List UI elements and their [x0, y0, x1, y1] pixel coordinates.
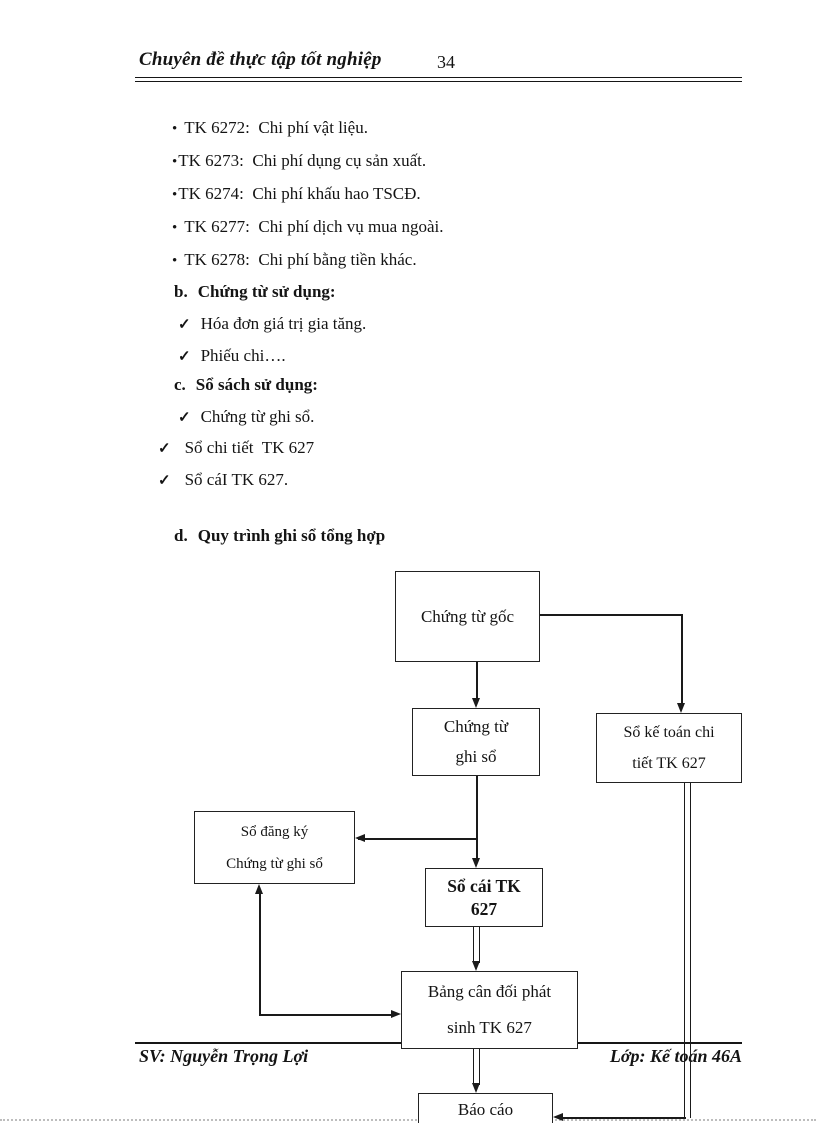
arrowhead-up-icon: [254, 884, 263, 894]
connector-goc-to-chitiet-v: [681, 614, 683, 704]
arrowhead-left-icon: [553, 1113, 563, 1121]
box-label: Sổ đăng ký: [240, 823, 309, 840]
box-label: tiết TK 627: [632, 755, 706, 772]
list-item-text: Sổ cáI TK 627.: [184, 470, 289, 489]
arrowhead-left-icon: [355, 834, 365, 842]
connector-chitiet-down: [684, 783, 691, 1118]
flowchart-box-chung-tu-ghi-so: Chứng từ ghi sổ: [412, 708, 540, 776]
box-label: ghi sổ: [455, 747, 497, 766]
list-item: •TK 6273: Chi phí dụng cụ sản xuất.: [172, 151, 426, 174]
footer-class: Lớp: Kế toán 46A: [609, 1046, 742, 1066]
list-item-text: Chứng từ ghi sổ.: [200, 407, 315, 426]
box-label: Sổ kế toán chi: [623, 724, 715, 741]
checkmark-icon: ✓: [178, 410, 191, 426]
list-item-text: TK 6278: Chi phí bằng tiền khác.: [184, 250, 417, 269]
bullet-icon: •: [172, 154, 178, 170]
list-item: • TK 6272: Chi phí vật liệu.: [172, 118, 368, 141]
section-heading-b: b. Chứng từ sử dụng:: [174, 282, 336, 305]
section-heading-text: Sổ sách sử dụng:: [195, 375, 318, 394]
page-bottom-scan-artifact: [0, 1119, 816, 1123]
connector-socai-to-bangcandoi: [473, 927, 480, 963]
connector-dangky-bangcandoi-v: [259, 894, 261, 1015]
flowchart-box-bang-can-doi: Bảng cân đối phát sinh TK 627: [401, 971, 578, 1049]
list-item-text: TK 6274: Chi phí khấu hao TSCĐ.: [178, 184, 421, 203]
connector-dangky-bangcandoi-h: [259, 1014, 391, 1016]
list-item-text: Hóa đơn giá trị gia tăng.: [200, 314, 367, 333]
list-item-text: TK 6272: Chi phí vật liệu.: [184, 118, 368, 137]
header-page-number: 34: [437, 52, 455, 72]
bullet-icon: •: [172, 121, 178, 137]
box-label: sinh TK 627: [447, 1018, 532, 1037]
section-heading-c: c. Sổ sách sử dụng:: [174, 375, 318, 398]
box-label: 627: [470, 898, 498, 919]
list-item: ✓ Sổ chi tiết TK 627: [158, 438, 314, 461]
arrowhead-down-icon: [471, 961, 480, 971]
list-item: ✓ Chứng từ ghi sổ.: [178, 407, 314, 430]
connector-chitiet-to-baocao: [563, 1117, 686, 1119]
section-heading-text: Chứng từ sử dụng:: [197, 282, 336, 301]
list-item: • TK 6278: Chi phí bằng tiền khác.: [172, 250, 417, 273]
list-letter: b.: [174, 282, 188, 301]
list-item: •TK 6274: Chi phí khấu hao TSCĐ.: [172, 184, 421, 207]
list-item-text: Phiếu chi….: [200, 346, 286, 365]
flowchart-box-so-ke-toan-chi-tiet: Sổ kế toán chi tiết TK 627: [596, 713, 742, 783]
box-label: Chứng từ ghi sổ: [226, 855, 323, 872]
checkmark-icon: ✓: [158, 441, 171, 457]
section-heading-text: Quy trình ghi sổ tổng hợp: [197, 526, 386, 545]
arrowhead-down-icon: [676, 703, 685, 713]
connector-goc-to-chitiet-h: [540, 614, 682, 616]
flowchart-box-so-cai: Sổ cái TK 627: [425, 868, 543, 927]
box-label: Báo cáo: [457, 1100, 514, 1119]
arrowhead-down-icon: [471, 698, 480, 708]
arrowhead-down-icon: [471, 858, 480, 868]
footer-student: SV: Nguyễn Trọng Lợi: [139, 1046, 309, 1066]
bullet-icon: •: [172, 253, 178, 269]
checkmark-icon: ✓: [178, 349, 191, 365]
box-label: Chứng từ gốc: [420, 606, 515, 626]
section-heading-d: d. Quy trình ghi sổ tổng hợp: [174, 526, 385, 549]
checkmark-icon: ✓: [158, 473, 171, 489]
list-item-text: TK 6273: Chi phí dụng cụ sản xuất.: [178, 151, 427, 170]
header-rule: [135, 77, 742, 82]
arrowhead-right-icon: [391, 1010, 401, 1018]
list-item: ✓ Sổ cáI TK 627.: [158, 470, 288, 493]
flowchart-box-bao-cao: Báo cáo: [418, 1093, 553, 1123]
bullet-icon: •: [172, 187, 178, 203]
box-label: Bảng cân đối phát: [427, 982, 552, 1001]
list-item-text: Sổ chi tiết TK 627: [184, 438, 315, 457]
list-item: ✓ Hóa đơn giá trị gia tăng.: [178, 314, 366, 337]
arrowhead-down-icon: [471, 1083, 480, 1093]
list-letter: d.: [174, 526, 188, 545]
box-label: Chứng từ: [443, 717, 509, 736]
list-item: ✓ Phiếu chi….: [178, 346, 286, 369]
list-item: • TK 6277: Chi phí dịch vụ mua ngoài.: [172, 217, 444, 240]
list-item-text: TK 6277: Chi phí dịch vụ mua ngoài.: [184, 217, 444, 236]
connector-ghiso-to-dangky: [358, 838, 477, 840]
list-letter: c.: [174, 375, 186, 394]
bullet-icon: •: [172, 220, 178, 236]
box-label: Sổ cái TK: [447, 875, 521, 896]
connector-ghiso-to-socai: [476, 776, 478, 860]
checkmark-icon: ✓: [178, 317, 191, 333]
flowchart-box-so-dang-ky: Sổ đăng ký Chứng từ ghi sổ: [194, 811, 355, 884]
header-title: Chuyên đề thực tập tốt nghiệp: [139, 49, 382, 70]
connector-goc-to-ghiso: [476, 662, 478, 700]
connector-bangcandoi-to-baocao: [473, 1049, 480, 1085]
flowchart-box-chung-tu-goc: Chứng từ gốc: [395, 571, 540, 662]
